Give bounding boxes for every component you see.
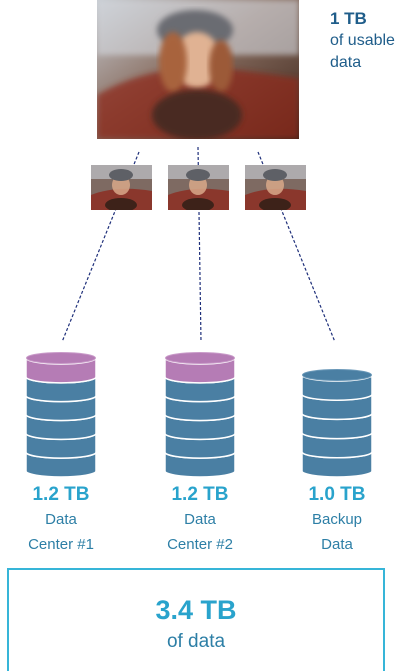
store-desc-line1: Backup — [311, 511, 363, 528]
usable-data-line1: of usable — [330, 32, 395, 49]
store-desc-line1: Data — [45, 511, 77, 528]
store-size: 1.2 TB — [171, 484, 229, 505]
store-label-backup: 1.0 TB Backup Data — [282, 483, 392, 557]
source-photo — [97, 0, 299, 139]
store-desc-line2: Data — [321, 536, 353, 553]
store-size: 1.0 TB — [308, 484, 366, 505]
store-label-data-center-1: 1.2 TB Data Center #1 — [6, 483, 116, 557]
total-size: 3.4 TB — [155, 595, 237, 625]
source-thumbnail-1 — [91, 165, 152, 210]
store-size: 1.2 TB — [32, 484, 90, 505]
usable-data-line2: data — [330, 54, 362, 71]
store-desc-line1: Data — [184, 511, 216, 528]
disk-top — [26, 352, 96, 364]
usable-data-size: 1 TB — [330, 9, 367, 28]
total-data-box: 3.4 TB of data — [7, 568, 385, 671]
usable-data-label: 1 TB of usable data — [330, 8, 410, 74]
total-desc: of data — [166, 631, 226, 652]
database-icon-data-center-1 — [26, 352, 96, 478]
store-desc-line2: Center #1 — [28, 536, 94, 553]
store-label-data-center-2: 1.2 TB Data Center #2 — [145, 483, 255, 557]
database-icon-backup — [302, 369, 372, 478]
source-thumbnail-3 — [245, 165, 306, 210]
disk-top — [165, 352, 235, 364]
store-desc-line2: Center #2 — [167, 536, 233, 553]
source-thumbnail-2 — [168, 165, 229, 210]
disk-top — [302, 369, 372, 381]
database-icon-data-center-2 — [165, 352, 235, 478]
